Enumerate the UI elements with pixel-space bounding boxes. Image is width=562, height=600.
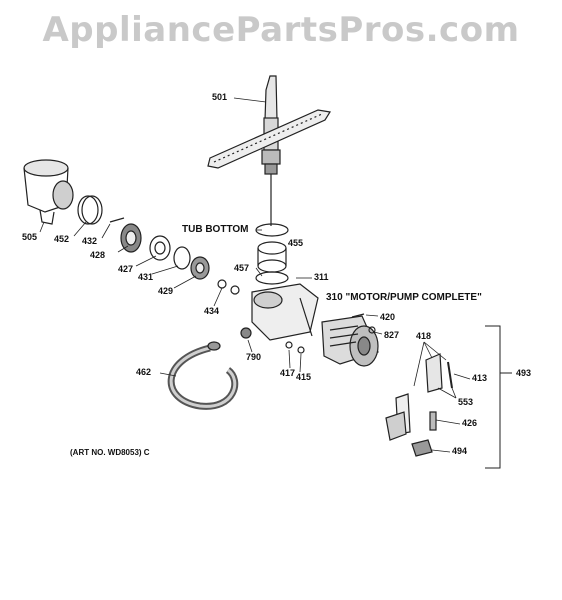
clamp-drawing bbox=[255, 271, 289, 285]
label-462: 462 bbox=[136, 367, 152, 377]
solenoid-kit-drawing bbox=[385, 353, 453, 457]
spray-arm-drawing bbox=[207, 75, 331, 226]
label-432: 432 bbox=[82, 236, 98, 246]
label-434: 434 bbox=[204, 306, 220, 316]
label-452: 452 bbox=[54, 234, 70, 244]
callout-tub-bottom: TUB BOTTOM bbox=[182, 224, 249, 235]
leader-lines bbox=[39, 97, 471, 453]
label-420: 420 bbox=[380, 312, 396, 322]
label-505: 505 bbox=[22, 232, 38, 242]
impeller-428-drawing bbox=[120, 223, 142, 253]
ring-drawing bbox=[109, 217, 125, 223]
label-429: 429 bbox=[158, 286, 174, 296]
label-501: 501 bbox=[212, 92, 228, 102]
art-number: (ART NO. WD8053) C bbox=[70, 448, 150, 457]
label-457: 457 bbox=[234, 263, 250, 273]
watermark-text: AppliancePartsPros.com bbox=[42, 10, 520, 50]
label-790: 790 bbox=[246, 352, 262, 362]
impeller-429-drawing bbox=[190, 256, 210, 280]
label-427: 427 bbox=[118, 264, 134, 274]
label-417: 417 bbox=[280, 368, 296, 378]
kit-bracket bbox=[485, 325, 501, 469]
seal-drawing bbox=[149, 235, 171, 261]
label-827: 827 bbox=[384, 330, 400, 340]
label-311: 311 bbox=[314, 272, 329, 282]
label-428: 428 bbox=[90, 250, 106, 260]
pump-housing-drawing bbox=[23, 159, 74, 225]
label-415: 415 bbox=[296, 372, 312, 382]
small-hardware-drawing bbox=[240, 327, 305, 354]
callout-motor-pump: 310 "MOTOR/PUMP COMPLETE" bbox=[326, 292, 482, 303]
tube-drawing bbox=[257, 241, 287, 273]
label-426: 426 bbox=[462, 418, 478, 428]
label-418: 418 bbox=[416, 331, 432, 341]
motor-drawing bbox=[321, 315, 379, 367]
label-553: 553 bbox=[458, 397, 474, 407]
pump-body-drawing bbox=[251, 283, 319, 341]
hose-clamp-drawing bbox=[77, 195, 103, 225]
label-493: 493 bbox=[516, 368, 532, 378]
label-413: 413 bbox=[472, 373, 488, 383]
screws-drawing bbox=[217, 279, 240, 295]
gasket-drawing bbox=[173, 246, 191, 270]
label-431: 431 bbox=[138, 272, 154, 282]
motor-screws-drawing bbox=[351, 313, 376, 334]
label-494: 494 bbox=[452, 446, 468, 456]
drain-hose-drawing bbox=[167, 341, 239, 410]
label-455: 455 bbox=[288, 238, 304, 248]
